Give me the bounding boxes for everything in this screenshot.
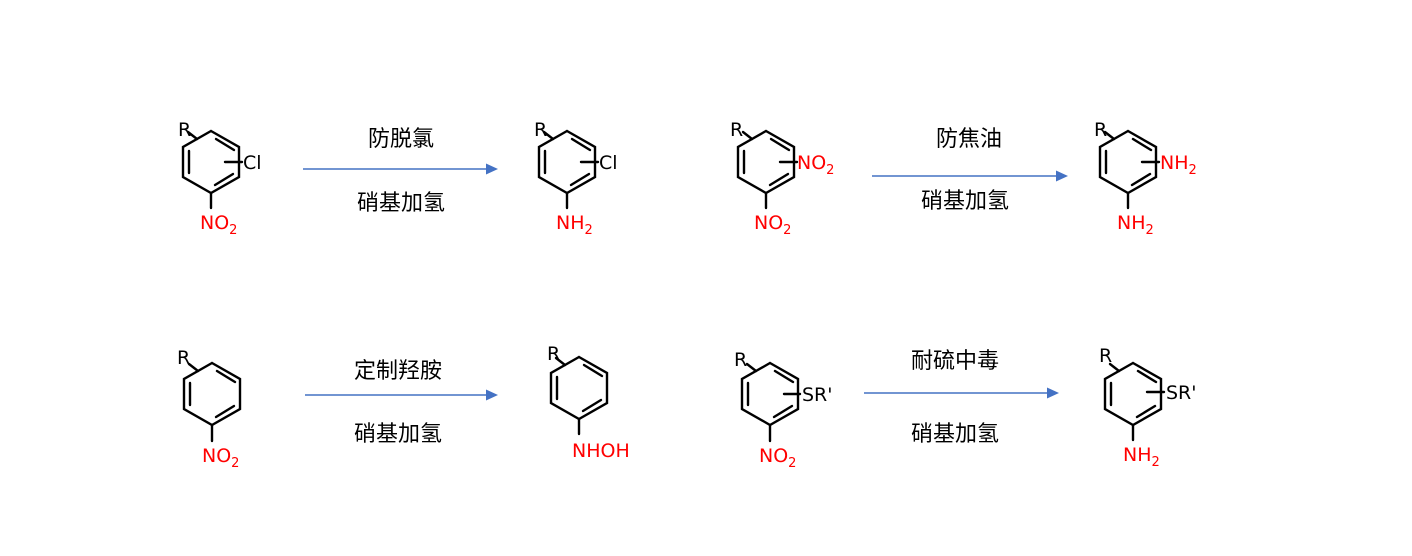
nitro-group-label: NO2 [759,445,796,471]
r-bond [554,356,567,367]
thioether-group-label: SR' [802,384,833,406]
reaction-anti-tar: R NO2 NO2 防焦油 硝基加氢 R NH2 NH2 [730,119,1197,238]
reactant-dinitroarene: R NO2 NO2 [730,119,834,238]
r-substituent-label: R [534,119,547,141]
r-bond [542,130,555,141]
product-hydroxylamine: R NHOH [547,343,630,462]
amino-side-group-label: NH2 [1160,152,1197,178]
amino-group-label: NH2 [1123,444,1160,470]
nitro-side-group-label: NO2 [797,152,834,178]
condition-label: 防焦油 [936,127,1002,152]
reaction-arrow [864,387,1059,399]
r-substituent-label: R [1099,345,1112,367]
amino-group-label: NH2 [1117,212,1154,238]
chloro-group-label: Cl [599,152,618,174]
reaction-hydroxylamine: R NO2 定制羟胺 硝基加氢 R NHOH [177,343,630,471]
r-bond [187,362,200,373]
chloro-group-label: Cl [243,152,262,174]
reaction-arrow [305,389,498,401]
reaction-arrow [303,163,498,175]
reaction-type-label: 硝基加氢 [921,189,1009,214]
r-bond [745,362,758,373]
reaction-arrow [872,170,1068,182]
benzene-ring [182,361,242,427]
thioether-group-label: SR' [1166,382,1197,404]
r-substituent-label: R [177,347,190,369]
product-chloroaniline: R Cl NH2 [534,119,618,238]
r-substituent-label: R [1094,119,1107,141]
reaction-type-label: 硝基加氢 [354,422,442,447]
reactant-nitroarene: R NO2 [177,347,242,471]
condition-label: 耐硫中毒 [911,349,999,374]
condition-label: 防脱氯 [368,127,434,152]
reaction-dechlorination: R Cl NO2 防脱氯 硝基加氢 R Cl NH2 [178,119,618,238]
product-thioether-aniline: R SR' NH2 [1099,345,1197,470]
reactant-chloronitroarene: R Cl NO2 [178,119,262,238]
r-bond [1108,362,1121,373]
r-substituent-label: R [734,349,747,371]
r-substituent-label: R [547,343,560,365]
r-bond [186,130,199,141]
reaction-type-label: 硝基加氢 [357,191,445,216]
benzene-ring [1103,361,1163,427]
reactant-thioether-nitroarene: R SR' NO2 [734,349,833,471]
reaction-sulfur-tolerance: R SR' NO2 耐硫中毒 硝基加氢 R SR' NH2 [734,345,1197,471]
nitro-group-label: NO2 [754,212,791,238]
nitro-group-label: NO2 [202,445,239,471]
product-diaminoarene: R NH2 NH2 [1094,119,1197,238]
r-substituent-label: R [730,119,743,141]
hydroxylamine-group-label: NHOH [572,440,630,462]
r-bond [1103,130,1116,141]
nitro-group-label: NO2 [200,212,237,238]
r-substituent-label: R [178,119,191,141]
condition-label: 定制羟胺 [354,359,442,384]
amino-group-label: NH2 [556,212,593,238]
r-bond [741,130,754,141]
benzene-ring [549,355,609,421]
reaction-type-label: 硝基加氢 [911,422,999,447]
